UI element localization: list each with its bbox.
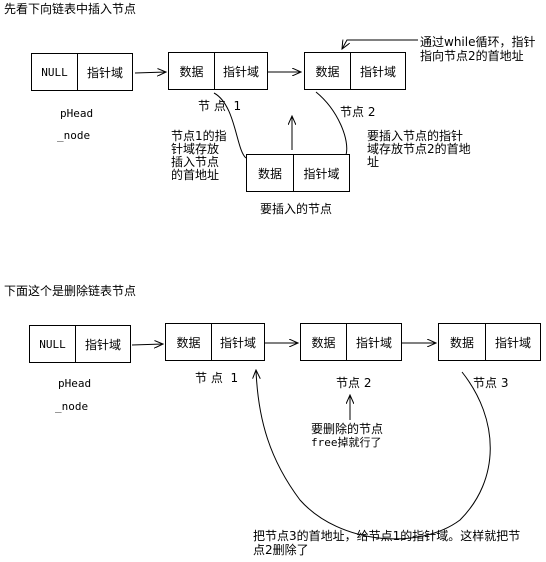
curve-node1-to-newnode bbox=[213, 92, 247, 159]
node2-caption: 节点 2 bbox=[340, 105, 376, 119]
bottom-note-line1: 把节点3的首地址，给节点1的指针域。这样就把节 bbox=[253, 529, 521, 543]
pointer-field-label: 指针域 bbox=[75, 326, 130, 362]
curve-node3-to-node1 bbox=[256, 370, 491, 540]
node2-caption-del: 节点 2 bbox=[336, 376, 372, 390]
section2-title: 下面这个是删除链表节点 bbox=[4, 284, 137, 298]
data-field-label: 数据 bbox=[176, 335, 201, 350]
null-node-box-del: NULL 指针域 bbox=[29, 325, 131, 363]
arrow-null-to-node1-del bbox=[131, 344, 163, 345]
data-field-label: 数据 bbox=[315, 64, 340, 79]
node1-caption: 节 点 1 bbox=[198, 99, 242, 113]
arrow-while-pointer bbox=[342, 40, 418, 49]
delete-note-line2: free掉就行了 bbox=[311, 436, 382, 449]
note-right-line3: 址 bbox=[367, 155, 380, 169]
note-right-line2: 域存放节点2的首地 bbox=[367, 142, 471, 156]
node3-box-del: 数据 指针域 bbox=[438, 323, 541, 361]
section1-title: 先看下向链表中插入节点 bbox=[4, 2, 137, 16]
data-field-label: 数据 bbox=[449, 335, 474, 350]
note-left-line2: 针域存放 bbox=[171, 142, 220, 156]
null-label: NULL bbox=[41, 65, 68, 79]
note-while-line1: 通过while循环，指针 bbox=[420, 35, 536, 49]
node1-box: 数据 指针域 bbox=[168, 52, 268, 90]
data-field-label: 数据 bbox=[311, 335, 336, 350]
arrow-null-to-node1 bbox=[134, 72, 166, 73]
null-node-box: NULL 指针域 bbox=[31, 53, 133, 91]
data-field-label: 数据 bbox=[179, 64, 204, 79]
node2-box: 数据 指针域 bbox=[304, 52, 406, 90]
data-field-label: 数据 bbox=[257, 166, 282, 181]
new-node-caption: 要插入的节点 bbox=[260, 202, 333, 216]
pointer-field-label: 指针域 bbox=[214, 53, 267, 89]
pointer-field-label: 指针域 bbox=[485, 324, 540, 360]
null-label: NULL bbox=[39, 337, 66, 351]
node-var-label: _node bbox=[55, 400, 89, 413]
pointer-field-label: 指针域 bbox=[211, 324, 264, 360]
node2-box-del: 数据 指针域 bbox=[300, 323, 402, 361]
note-left-line1: 节点1的指 bbox=[171, 129, 227, 143]
note-while-line2: 指向节点2的首地址 bbox=[420, 49, 524, 63]
pointer-field-label: 指针域 bbox=[77, 54, 132, 90]
pointer-field-label: 指针域 bbox=[346, 324, 401, 360]
note-right-line1: 要插入节点的指针 bbox=[367, 129, 464, 143]
phead-label: pHead bbox=[60, 107, 94, 120]
bottom-note-line2: 点2删除了 bbox=[253, 543, 309, 557]
pointer-field-label: 指针域 bbox=[350, 53, 405, 89]
pointer-field-label: 指针域 bbox=[293, 155, 349, 191]
new-node-box: 数据 指针域 bbox=[246, 154, 350, 192]
node-var-label: _node bbox=[57, 129, 91, 142]
node3-caption-del: 节点 3 bbox=[473, 376, 509, 390]
node1-box-del: 数据 指针域 bbox=[165, 323, 265, 361]
note-left-line4: 的首地址 bbox=[171, 168, 220, 182]
node1-caption-del: 节 点 1 bbox=[195, 371, 239, 385]
delete-note-line1: 要删除的节点 bbox=[311, 422, 384, 436]
curve-newnode-to-node2 bbox=[315, 91, 348, 156]
note-left-line3: 插入节点 bbox=[171, 155, 220, 169]
phead-label: pHead bbox=[58, 377, 92, 390]
